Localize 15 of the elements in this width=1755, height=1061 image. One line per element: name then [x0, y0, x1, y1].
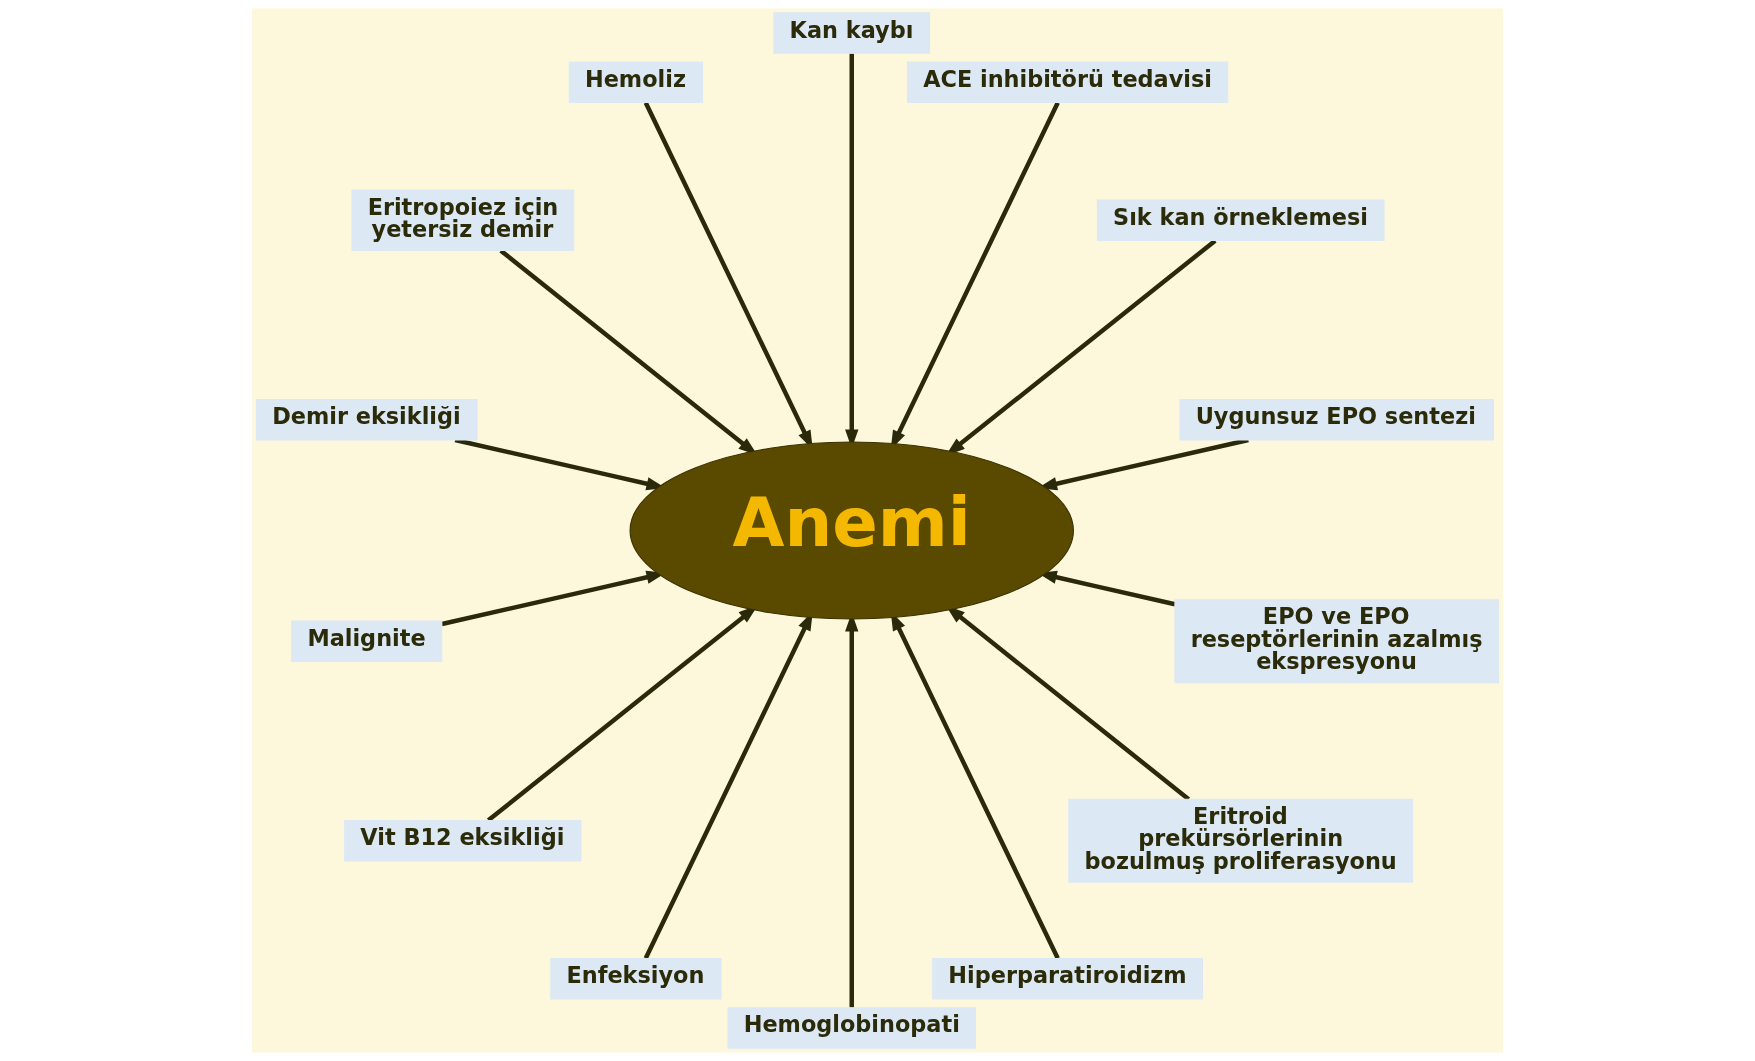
node-box: Sık kan örneklemesi	[1096, 199, 1385, 242]
node-box: Malignite	[291, 620, 443, 662]
node-box: Hemoliz	[568, 61, 704, 103]
node-box: Eritroid prekürsörlerinin bozulmuş proliferasyonu	[1068, 798, 1414, 883]
node-box: EPO ve EPO reseptörlerinin azalmış ekspresyonu	[1174, 599, 1500, 684]
node-box: Hiperparatiroidizm	[932, 958, 1204, 1000]
node-box: ACE inhibitörü tedavisi	[906, 61, 1229, 103]
node-box: Hemoglobinopati	[727, 1007, 976, 1049]
node-ellipse: Anemi	[629, 441, 1074, 620]
node-box: Demir eksikliği	[255, 399, 478, 441]
node-box: Vit B12 eksikliği	[344, 819, 582, 862]
node-box: Eritropoiez için yetersiz demir	[351, 189, 575, 252]
node-box: Kan kaybı	[773, 12, 931, 54]
node-box: Uygunsuz EPO sentezi	[1179, 399, 1495, 441]
node-box: Enfeksiyon	[550, 958, 722, 1000]
